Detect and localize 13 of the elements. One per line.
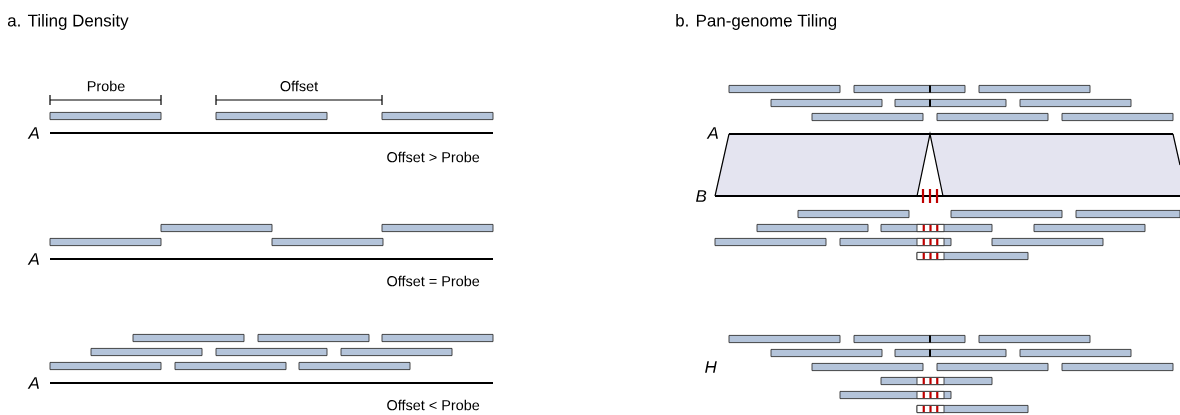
sequence-label: A: [27, 253, 39, 265]
caption-text: Offset > Probe: [387, 151, 480, 163]
dimension-label: Offset: [280, 80, 319, 92]
dimension-label: Probe: [87, 80, 125, 92]
sequence-label: B: [696, 190, 707, 202]
caption-text: Offset = Probe: [387, 275, 480, 287]
panel-title: b. Pan-genome Tiling: [676, 14, 837, 30]
sequence-label: A: [706, 127, 718, 139]
sequence-label: A: [27, 127, 39, 139]
panel-title: a. Tiling Density: [7, 14, 129, 30]
caption-text: Offset < Probe: [387, 399, 480, 411]
sequence-label: H: [705, 361, 717, 373]
sequence-label: A: [27, 377, 39, 389]
